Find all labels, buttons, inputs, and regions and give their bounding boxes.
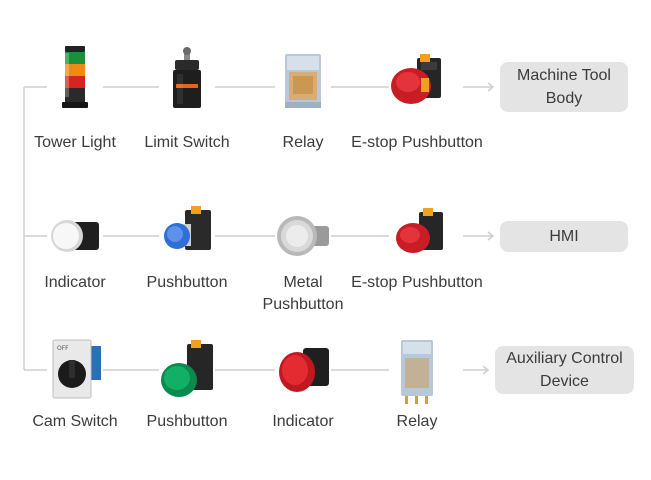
item-label: Relay xyxy=(282,134,324,151)
item-label: Indicator xyxy=(272,413,334,430)
item-label: Relay xyxy=(396,413,438,430)
target-auxiliary-control-device: Auxiliary Control Device xyxy=(495,346,634,394)
arrow-icon xyxy=(487,82,495,92)
cam-switch-icon: OFF xyxy=(45,338,105,408)
item-label: Metal Pushbutton xyxy=(262,274,344,313)
clear-relay-icon xyxy=(387,338,447,408)
item-label: E-stop Pushbutton xyxy=(351,134,483,151)
item-label: Pushbutton xyxy=(146,413,228,430)
item-label: Indicator xyxy=(44,274,106,291)
blue-pushbutton-icon xyxy=(157,200,217,270)
svg-text:OFF: OFF xyxy=(57,345,69,352)
metal-pushbutton-icon xyxy=(273,200,333,270)
green-pushbutton-icon xyxy=(157,338,217,408)
item-label: Limit Switch xyxy=(144,134,230,151)
relay-icon xyxy=(273,44,333,114)
white-indicator-icon xyxy=(45,200,105,270)
item-label: Tower Light xyxy=(34,134,116,151)
item-label: Pushbutton xyxy=(146,274,228,291)
target-hmi: HMI xyxy=(500,221,628,252)
arrow-icon xyxy=(487,231,495,241)
item-label: Cam Switch xyxy=(32,413,118,430)
tower-light-icon xyxy=(45,44,105,114)
red-indicator-icon xyxy=(273,338,333,408)
estop-pushbutton-icon xyxy=(387,200,447,270)
limit-switch-icon xyxy=(157,44,217,114)
target-label: HMI xyxy=(549,228,579,245)
target-label: Machine Tool Body xyxy=(517,67,611,107)
target-machine-tool-body: Machine Tool Body xyxy=(500,62,628,112)
target-label: Auxiliary Control Device xyxy=(506,350,623,390)
arrow-icon xyxy=(482,365,490,375)
estop-pushbutton-icon xyxy=(387,44,447,114)
item-label: E-stop Pushbutton xyxy=(351,274,483,291)
